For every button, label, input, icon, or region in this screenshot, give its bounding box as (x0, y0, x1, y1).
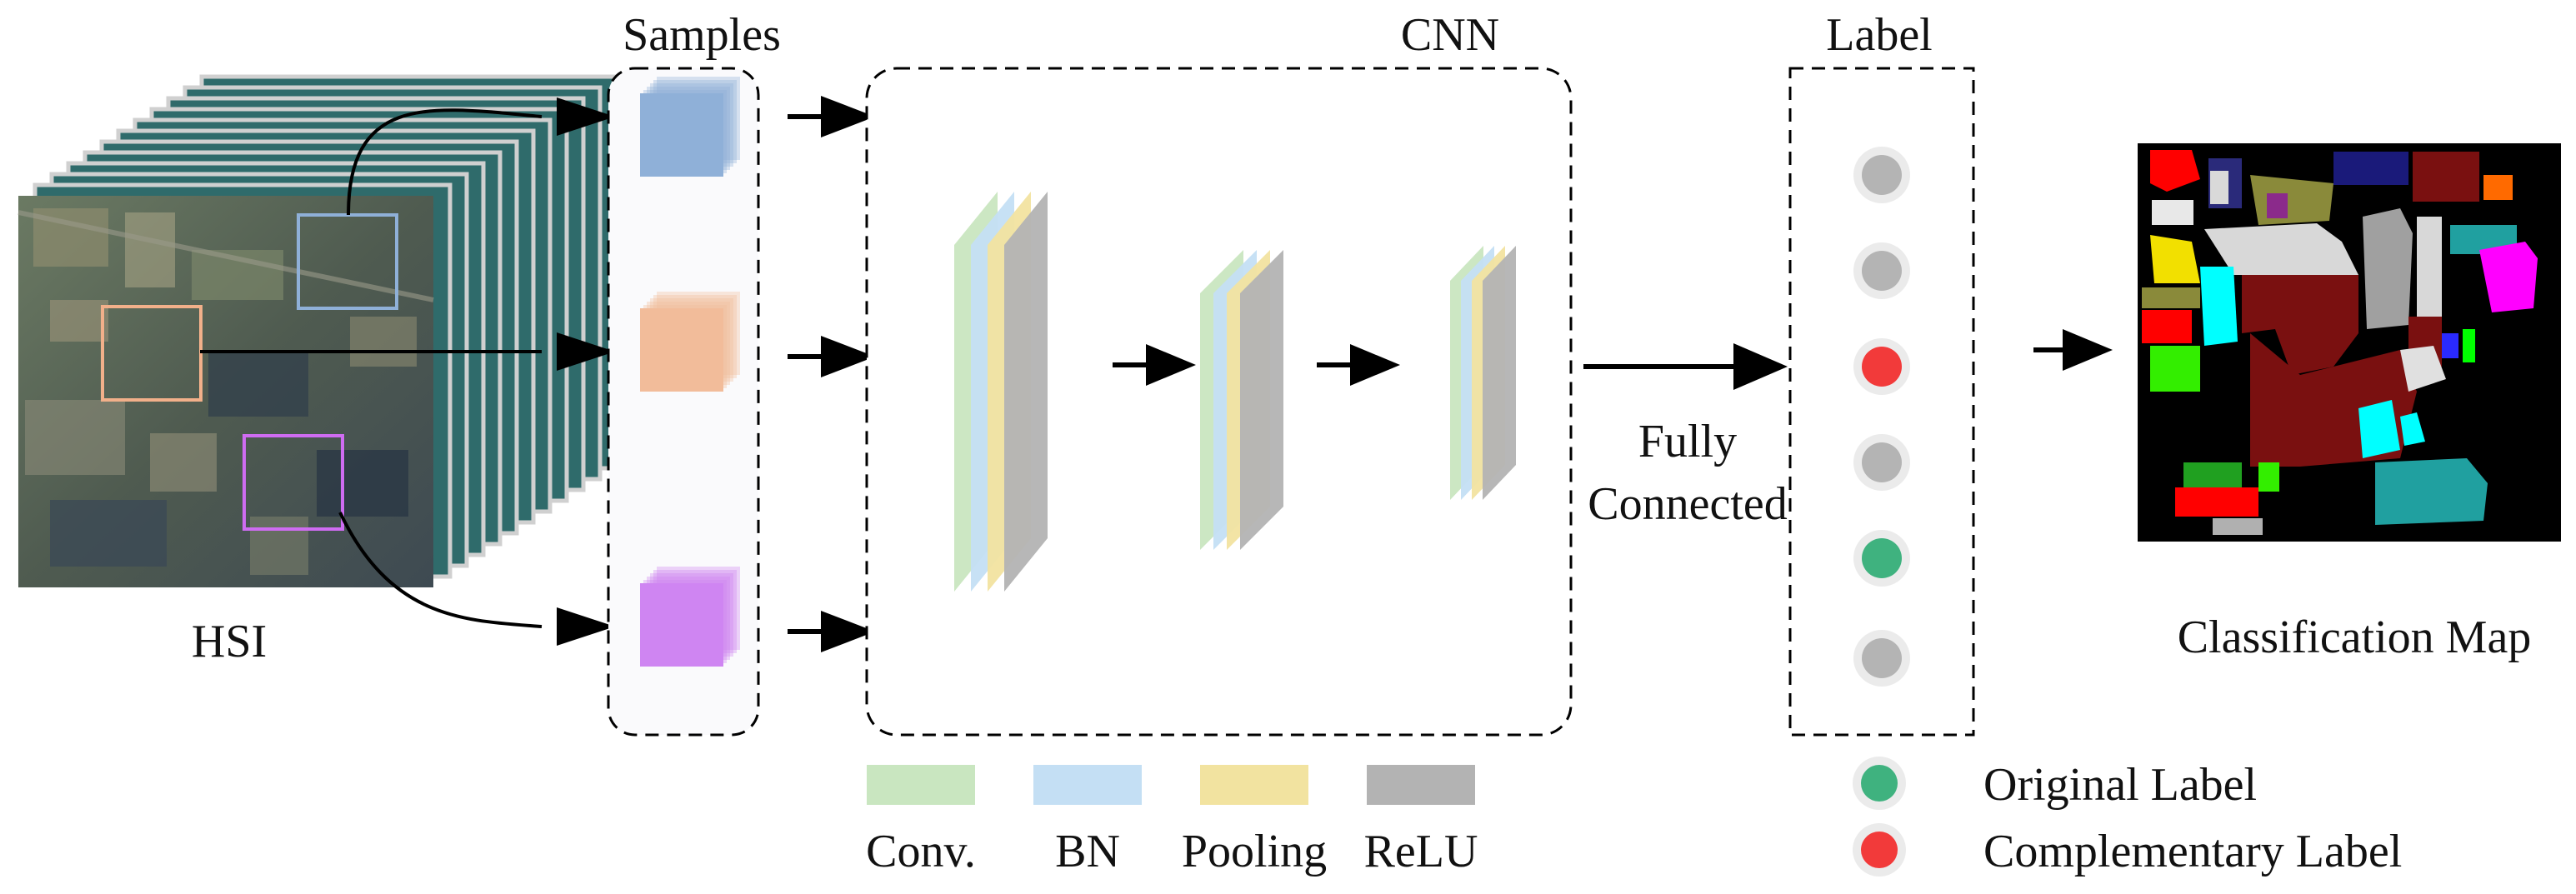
label-legend-item: Original Label (1853, 757, 2257, 811)
cnn-layer-stacks (954, 192, 1516, 592)
label-legend-text: Original Label (1983, 759, 2257, 811)
fully-label: Fully (1638, 416, 1737, 467)
samples-box (607, 67, 760, 737)
layer-legend-label: ReLU (1364, 826, 1478, 877)
label-column-title: Label (1826, 9, 1932, 61)
cnn-label: CNN (1401, 9, 1499, 61)
label-nodes (1853, 147, 1910, 687)
layer-legend-label: BN (1055, 826, 1120, 877)
layer-legend-swatch (867, 765, 975, 805)
classification-map-label: Classification Map (2178, 612, 2532, 663)
label-node (1853, 338, 1910, 395)
cnn-stack (1450, 246, 1516, 500)
sample-cube-face (640, 93, 723, 177)
samples-cnn-arrowhead-2 (821, 336, 875, 377)
layer-legend-swatch (1367, 765, 1475, 805)
arrowhead-orange (557, 332, 615, 371)
sample-cube-face (640, 308, 723, 392)
sample-cube-face (640, 583, 723, 667)
layer-legend-label: Pooling (1182, 826, 1327, 877)
layer-legend: Conv. BN Pooling ReLU (866, 765, 1478, 877)
label-node (1853, 630, 1910, 687)
cnn-stack (954, 192, 1048, 592)
map-arrowhead (2063, 329, 2113, 371)
layer-legend-item: BN (1033, 765, 1142, 877)
sample-cube (640, 77, 740, 177)
label-node (1853, 434, 1910, 491)
samples-label: Samples (623, 9, 781, 61)
connector-blue (347, 108, 543, 216)
label-legend-dot (1861, 832, 1898, 868)
layer-legend-swatch (1033, 765, 1142, 805)
sample-cube (640, 567, 740, 667)
label-legend-text: Complementary Label (1983, 826, 2402, 877)
hsi-satellite-image (18, 196, 434, 587)
cnn-layer-slab (1240, 250, 1283, 550)
fc-arrowhead (1733, 343, 1788, 390)
hsi-label: HSI (192, 616, 267, 667)
connector-purple (338, 512, 543, 628)
arrowhead-blue (557, 97, 615, 136)
cnn-inner-arrowhead-1 (1146, 344, 1196, 386)
sample-cube (640, 292, 740, 392)
classification-map (2138, 143, 2561, 542)
sample-cubes (640, 77, 740, 667)
label-node (1853, 147, 1910, 203)
layer-legend-swatch (1200, 765, 1308, 805)
cnn-layer-slab (1004, 192, 1048, 592)
label-legend-dot (1861, 765, 1898, 802)
hsi-cube (18, 74, 619, 587)
label-node (1853, 530, 1910, 587)
cnn-layer-slab (1483, 246, 1516, 500)
layer-legend-label: Conv. (866, 826, 976, 877)
hsi-patch-purple (243, 434, 344, 531)
layer-legend-item: ReLU (1364, 765, 1478, 877)
label-node (1853, 242, 1910, 299)
cnn-stack (1200, 250, 1283, 550)
label-legend-item: Complementary Label (1853, 823, 2402, 877)
layer-legend-item: Pooling (1182, 765, 1327, 877)
samples-cnn-arrowhead-1 (821, 96, 875, 137)
arrowhead-purple (557, 607, 615, 646)
layer-legend-item: Conv. (866, 765, 976, 877)
connected-label: Connected (1588, 478, 1787, 530)
samples-cnn-arrowhead-3 (821, 611, 875, 652)
cnn-inner-arrowhead-2 (1350, 344, 1400, 386)
